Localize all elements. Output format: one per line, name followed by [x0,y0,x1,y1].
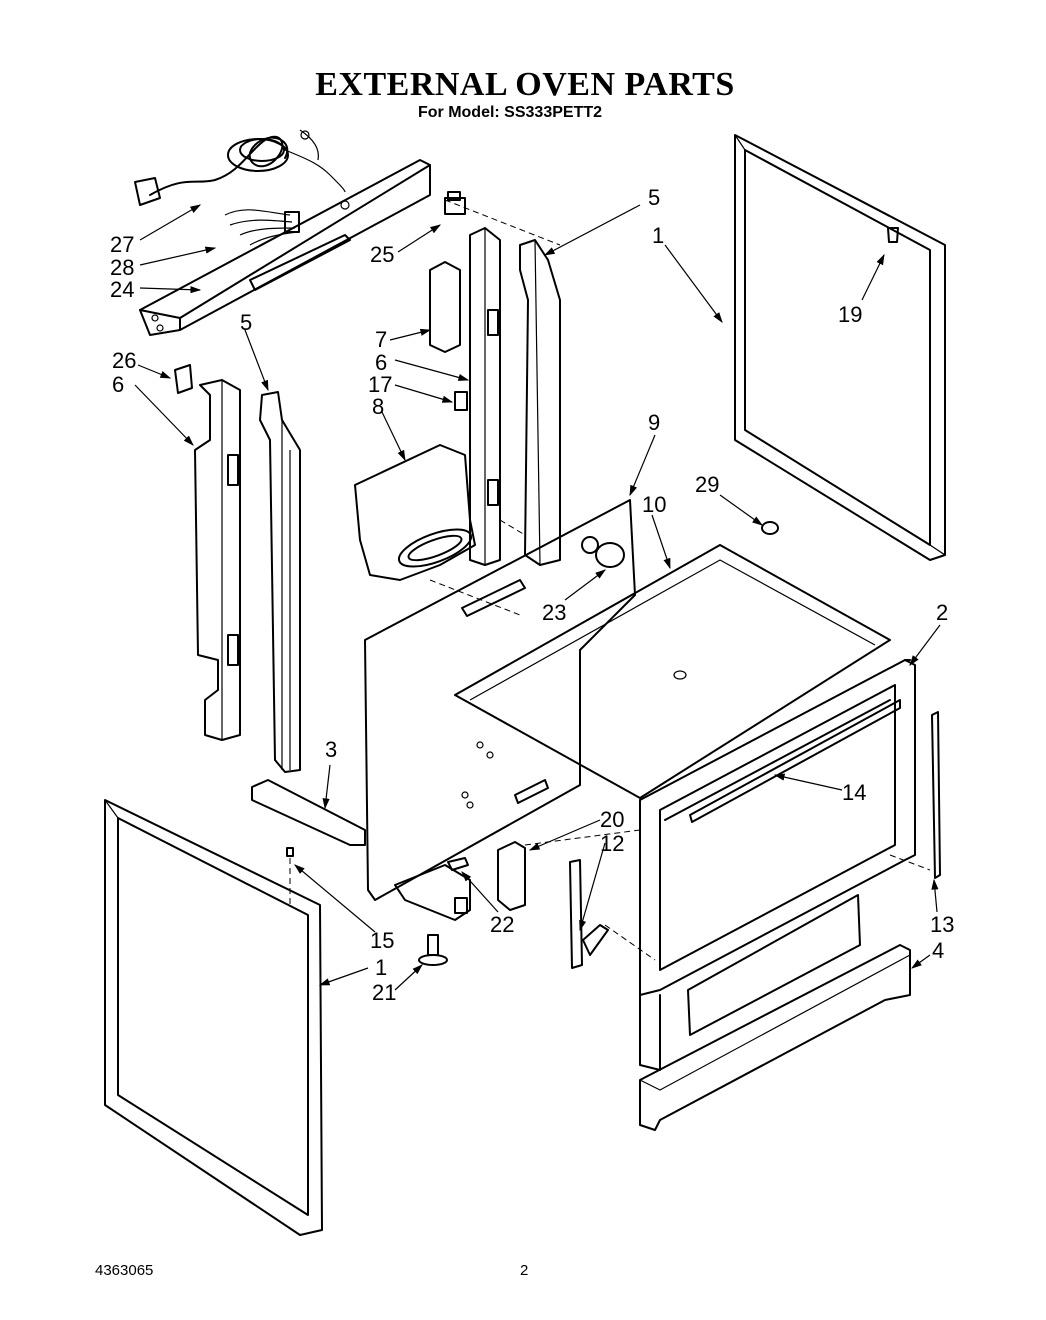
part-rear-channel [139,159,431,336]
part-side-rail-left [194,379,241,741]
callout-17: 17 [368,372,392,397]
part-side-strip [931,711,941,879]
part-side-rail-inner-left [259,391,301,773]
callout-26: 26 [112,348,136,373]
callout-23: 23 [542,600,566,625]
part-trim-strip [689,699,901,823]
callout-20: 20 [600,807,624,832]
part-duct [354,199,561,581]
callout-7: 7 [375,327,387,352]
part-side-panel-right [734,134,946,561]
callout-5-upper: 5 [648,185,660,210]
callout-21: 21 [372,980,396,1005]
callout-8: 8 [372,394,384,419]
part-side-rail-center [469,227,561,566]
page-title: EXTERNAL OVEN PARTS [315,66,735,103]
part-power-cord [134,129,350,210]
part-side-panel-left [104,799,323,1236]
part-small-plate [454,391,468,411]
part-wire-harness [224,209,300,246]
part-bracket-12 [569,859,609,969]
callout-6-center: 6 [375,350,387,375]
part-grommet [761,521,779,535]
part-kick-plate [639,944,911,1131]
callout-14: 14 [842,780,866,805]
page-number: 2 [520,1262,529,1279]
part-front-frame [639,659,916,1071]
callout-1-rear: 1 [652,223,664,248]
callout-6-left: 6 [112,372,124,397]
callout-29: 29 [695,472,719,497]
part-bracket-20 [497,841,526,911]
callout-4: 4 [932,938,944,963]
model-subtitle: For Model: SS333PETT2 [417,104,603,121]
callout-1-front: 1 [375,955,387,980]
part-screw [286,847,294,905]
callout-2: 2 [936,600,948,625]
callout-27: 27 [110,232,134,257]
callout-19: 19 [838,302,862,327]
callout-5-left: 5 [240,310,252,335]
callout-12: 12 [600,831,624,856]
callout-10: 10 [642,492,666,517]
callout-15: 15 [370,928,394,953]
part-lower-rail [251,779,366,846]
callout-28: 28 [110,255,134,280]
callout-25: 25 [370,242,394,267]
part-clip [444,191,466,215]
part-rear-panel [364,499,636,901]
callout-9: 9 [648,410,660,435]
document-number: 4363065 [95,1262,154,1279]
callout-3: 3 [325,737,337,762]
part-bracket-small [174,364,193,394]
part-floor-bracket [394,857,471,921]
part-top-plate [454,544,891,799]
callout-labels: 27 28 24 25 5 1 19 5 26 6 7 6 17 8 9 10 … [110,185,954,1005]
leader-lines [134,204,941,991]
part-leveling-leg [418,934,448,966]
part-mounting-bracket [429,261,461,353]
callout-24: 24 [110,277,134,302]
callout-13: 13 [930,912,954,937]
callout-22: 22 [490,912,514,937]
